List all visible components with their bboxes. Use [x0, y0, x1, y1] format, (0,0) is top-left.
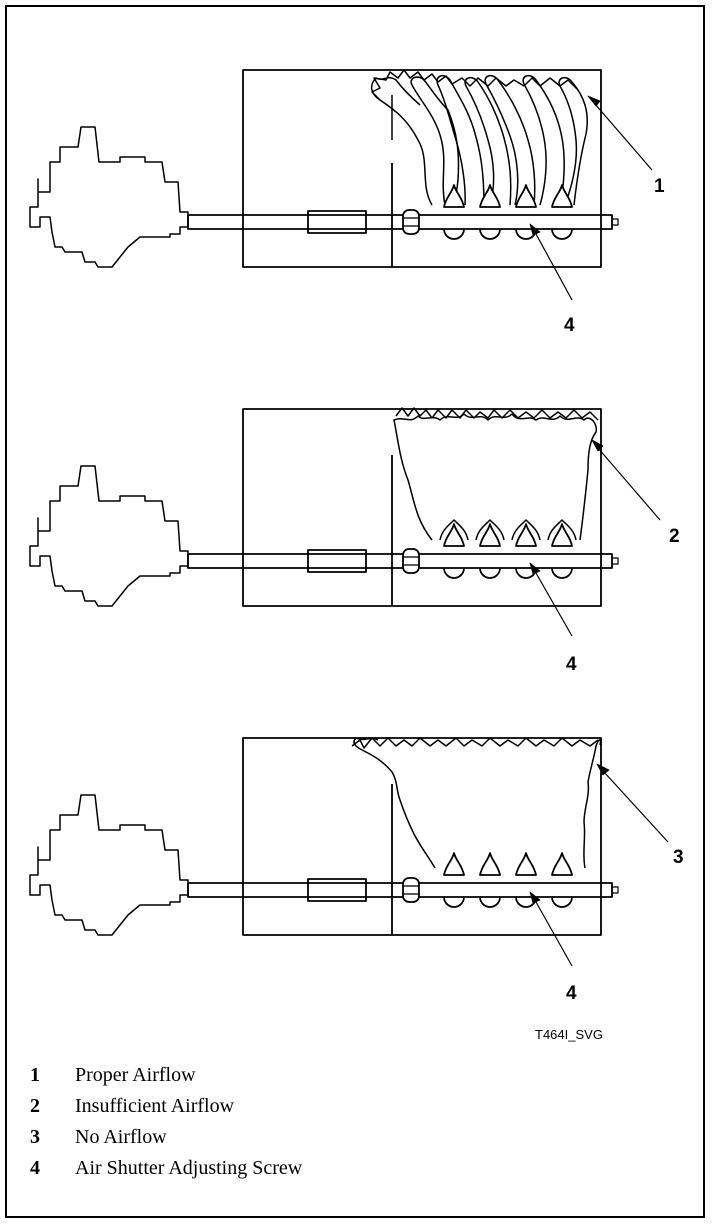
- legend-number: 1: [30, 1064, 40, 1086]
- legend-label: Air Shutter Adjusting Screw: [75, 1157, 303, 1179]
- callout-screw-1: 4: [564, 315, 575, 336]
- callout-screw-2: 4: [566, 654, 577, 675]
- figure-id: T464I_SVG: [535, 1027, 603, 1042]
- legend-item: 2 Insufficient Airflow: [30, 1091, 302, 1122]
- diagram-insufficient-airflow: [29, 407, 661, 637]
- callout-insufficient-airflow: 2: [669, 526, 680, 547]
- legend-number: 3: [30, 1126, 40, 1148]
- callout-proper-airflow: 1: [654, 176, 665, 197]
- figure-frame: [5, 5, 705, 1218]
- callout-no-airflow: 3: [673, 847, 684, 868]
- diagram-no-airflow: [29, 737, 669, 967]
- legend-number: 2: [30, 1095, 40, 1117]
- legend-label: No Airflow: [75, 1126, 167, 1148]
- legend: 1 Proper Airflow 2 Insufficient Airflow 3 N…: [30, 1060, 302, 1184]
- legend-label: Proper Airflow: [75, 1064, 196, 1086]
- legend-item: 1 Proper Airflow: [30, 1060, 302, 1091]
- legend-number: 4: [30, 1157, 40, 1179]
- callout-screw-3: 4: [566, 983, 577, 1004]
- legend-item: 3 No Airflow: [30, 1122, 302, 1153]
- legend-item: 4 Air Shutter Adjusting Screw: [30, 1153, 302, 1184]
- diagram-proper-airflow: [29, 69, 653, 301]
- legend-label: Insufficient Airflow: [75, 1095, 235, 1117]
